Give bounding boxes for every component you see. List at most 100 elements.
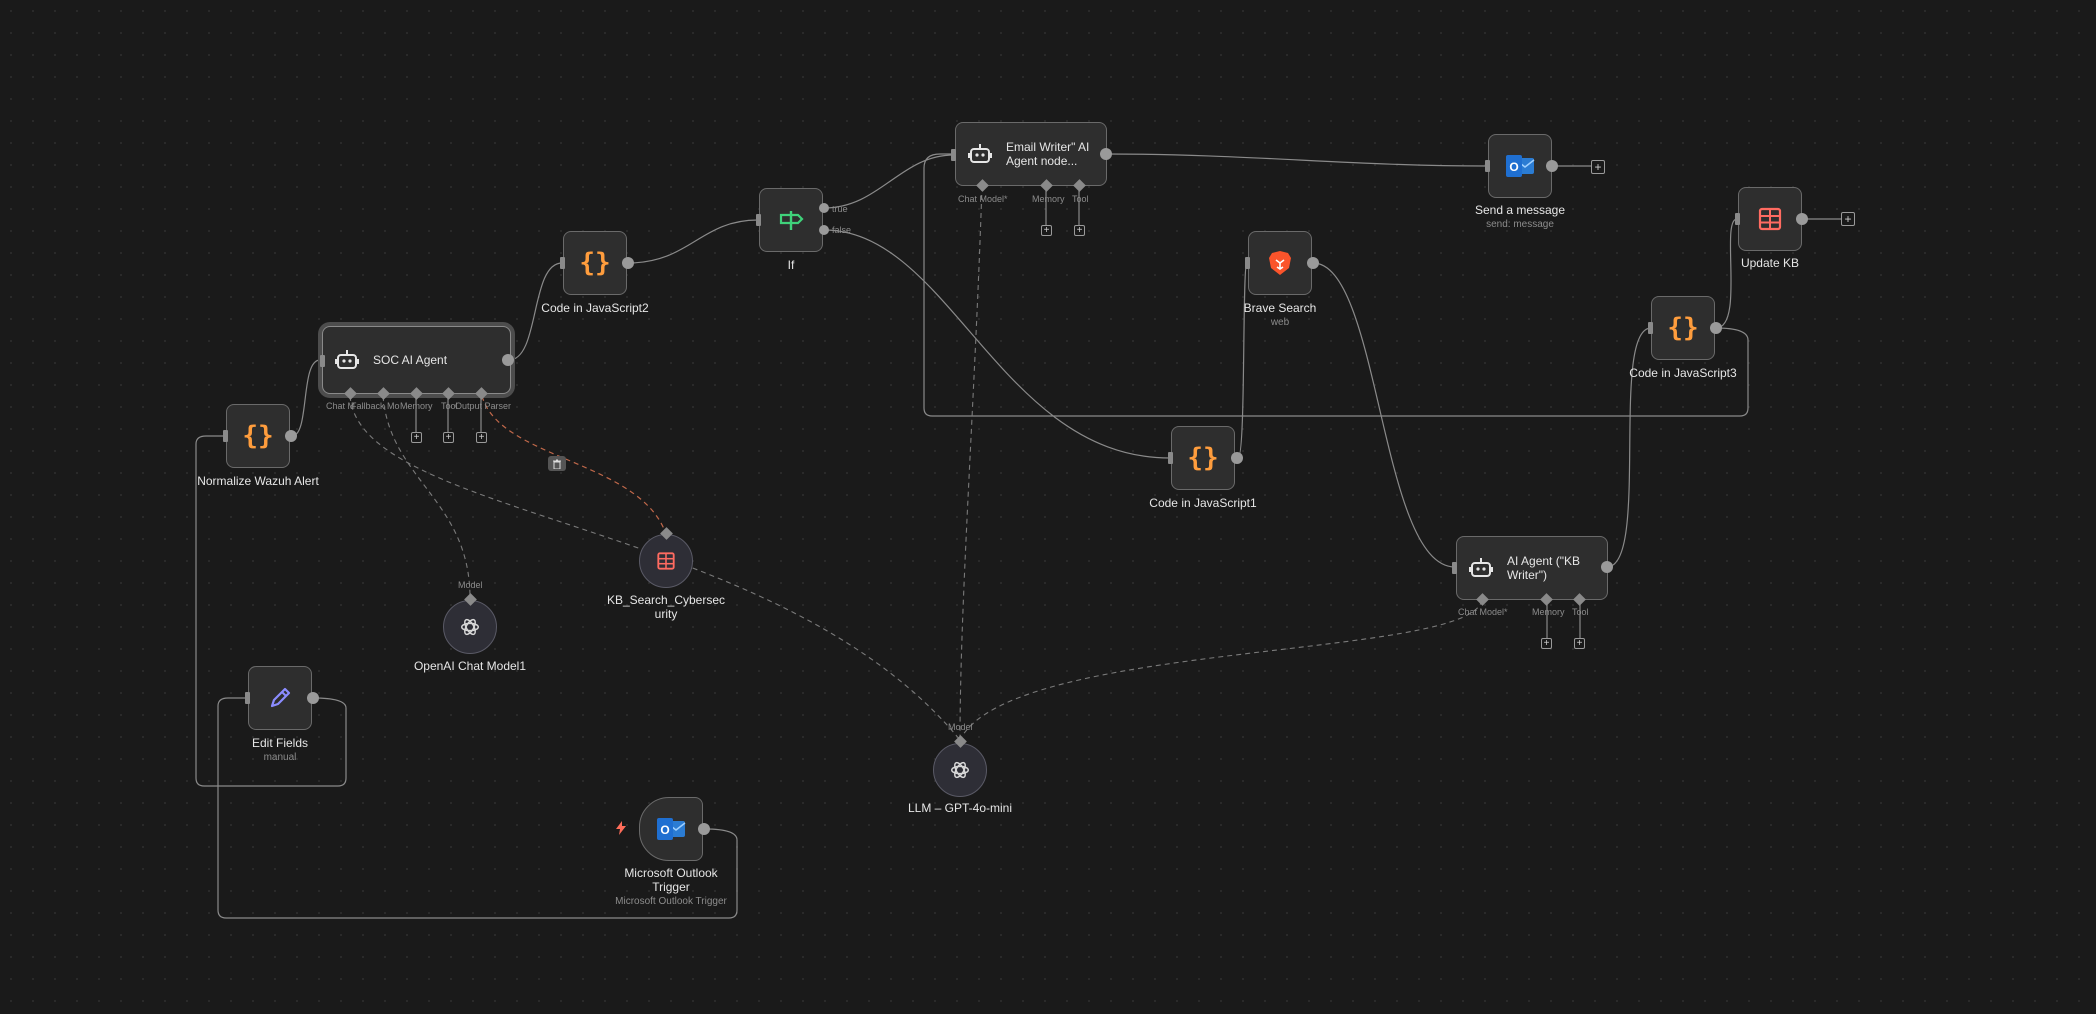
output-handle[interactable] — [1796, 213, 1808, 225]
input-handle[interactable] — [560, 257, 565, 269]
node-label: Email Writer" AI Agent node... — [1006, 140, 1090, 168]
input-handle[interactable] — [1648, 322, 1653, 334]
code-javascript2-node[interactable]: {} — [563, 231, 627, 295]
delete-connection-button[interactable] — [548, 456, 566, 471]
node-label: KB_Search_Cybersecurity — [606, 593, 726, 621]
node-subtitle: Microsoft Outlook Trigger — [615, 896, 727, 907]
output-handle[interactable] — [502, 354, 514, 366]
node-subtitle: web — [1270, 317, 1290, 328]
node-label: Code in JavaScript3 — [1629, 366, 1737, 380]
handle-label: Chat Model* — [958, 194, 1008, 204]
send-message-node[interactable]: O — [1488, 134, 1552, 198]
normalize-wazuh-alert-node[interactable]: {} — [226, 404, 290, 468]
input-handle[interactable] — [1485, 160, 1490, 172]
node-label: Edit Fields — [251, 736, 309, 750]
input-handle[interactable] — [1168, 452, 1173, 464]
true-output-handle[interactable] — [819, 203, 829, 213]
code-javascript1-node[interactable]: {} — [1171, 426, 1235, 490]
handle-label: Tool — [441, 401, 458, 411]
outlook-trigger-node[interactable]: O — [639, 797, 703, 861]
false-output-handle[interactable] — [819, 225, 829, 235]
handle-label: Tool — [1572, 607, 1589, 617]
output-handle[interactable] — [698, 823, 710, 835]
handle-label: Tool — [1072, 194, 1089, 204]
output-handle[interactable] — [285, 430, 297, 442]
node-label: Normalize Wazuh Alert — [197, 474, 319, 488]
node-label: Microsoft Outlook Trigger — [624, 866, 718, 894]
svg-text:O: O — [1509, 160, 1518, 174]
brave-search-node[interactable] — [1248, 231, 1312, 295]
if-node[interactable] — [759, 188, 823, 252]
output-handle[interactable] — [307, 692, 319, 704]
code-braces-icon: {} — [579, 248, 611, 278]
handle-label: Chat Model* — [1458, 607, 1508, 617]
add-memory-button[interactable]: + — [1541, 638, 1552, 649]
output-handle[interactable] — [622, 257, 634, 269]
table-icon — [1758, 207, 1782, 231]
openai-icon — [461, 618, 479, 636]
handle-label: Model — [948, 722, 973, 732]
kb-writer-agent-node[interactable]: AI Agent ("KB Writer") — [1456, 536, 1608, 600]
input-handle[interactable] — [320, 355, 325, 367]
input-handle[interactable] — [245, 692, 250, 704]
output-handle[interactable] — [1231, 452, 1243, 464]
handle-label: Memory — [1032, 194, 1065, 204]
handle-label: Output Parser — [455, 401, 512, 411]
node-label: Code in JavaScript1 — [1149, 496, 1257, 510]
add-tool-button[interactable]: + — [1574, 638, 1585, 649]
svg-text:O: O — [660, 823, 669, 837]
node-subtitle: manual — [263, 752, 297, 763]
add-output-parser-button[interactable]: + — [476, 432, 487, 443]
llm-gpt4o-mini-node[interactable] — [933, 743, 987, 797]
false-output-label: false — [832, 225, 852, 235]
openai-chat-model1-node[interactable] — [443, 600, 497, 654]
input-handle[interactable] — [223, 430, 228, 442]
input-handle[interactable] — [951, 149, 956, 161]
handle-label: Memory — [1532, 607, 1565, 617]
node-label: Code in JavaScript2 — [541, 301, 649, 315]
handle-label: Fallback Mo — [351, 401, 400, 411]
node-label: LLM – GPT-4o-mini — [907, 801, 1013, 815]
node-label: SOC AI Agent — [373, 353, 448, 367]
code-javascript3-node[interactable]: {} — [1651, 296, 1715, 360]
add-node-button[interactable]: + — [1841, 212, 1855, 226]
input-handle[interactable] — [756, 214, 761, 226]
node-label: AI Agent ("KB Writer") — [1507, 554, 1580, 582]
node-subtitle: send: message — [1486, 219, 1554, 230]
node-label: Brave Search — [1243, 301, 1317, 315]
handle-label: Model — [458, 580, 483, 590]
output-handle[interactable] — [1546, 160, 1558, 172]
output-handle[interactable] — [1601, 561, 1613, 573]
outlook-icon: O — [1506, 155, 1535, 177]
input-handle[interactable] — [1245, 257, 1250, 269]
edit-fields-node[interactable] — [248, 666, 312, 730]
code-braces-icon: {} — [1187, 443, 1219, 473]
input-handle[interactable] — [1452, 562, 1457, 574]
robot-icon — [968, 144, 992, 163]
soc-ai-agent-node[interactable]: SOC AI Agent — [322, 326, 511, 394]
code-braces-icon: {} — [1667, 313, 1699, 343]
robot-icon — [335, 350, 359, 369]
robot-icon — [1469, 558, 1493, 577]
email-writer-agent-node[interactable]: Email Writer" AI Agent node... — [955, 122, 1107, 186]
add-memory-button[interactable]: + — [1041, 225, 1052, 236]
add-tool-button[interactable]: + — [1074, 225, 1085, 236]
add-memory-button[interactable]: + — [411, 432, 422, 443]
kb-search-tool-node[interactable] — [639, 534, 693, 588]
trigger-bolt-icon — [616, 821, 626, 835]
input-handle[interactable] — [1735, 213, 1740, 225]
code-braces-icon: {} — [242, 421, 274, 451]
output-handle[interactable] — [1710, 322, 1722, 334]
output-handle[interactable] — [1100, 148, 1112, 160]
brave-lion-icon — [1269, 251, 1291, 275]
output-handle[interactable] — [1307, 257, 1319, 269]
trash-icon — [553, 459, 561, 469]
node-label: Update KB — [1740, 256, 1800, 270]
update-kb-node[interactable] — [1738, 187, 1802, 251]
node-label: OpenAI Chat Model1 — [413, 659, 527, 673]
add-tool-button[interactable]: + — [443, 432, 454, 443]
node-label: If — [787, 258, 795, 272]
pencil-icon — [270, 687, 291, 708]
add-node-button[interactable]: + — [1591, 160, 1605, 174]
signpost-icon — [779, 211, 804, 230]
